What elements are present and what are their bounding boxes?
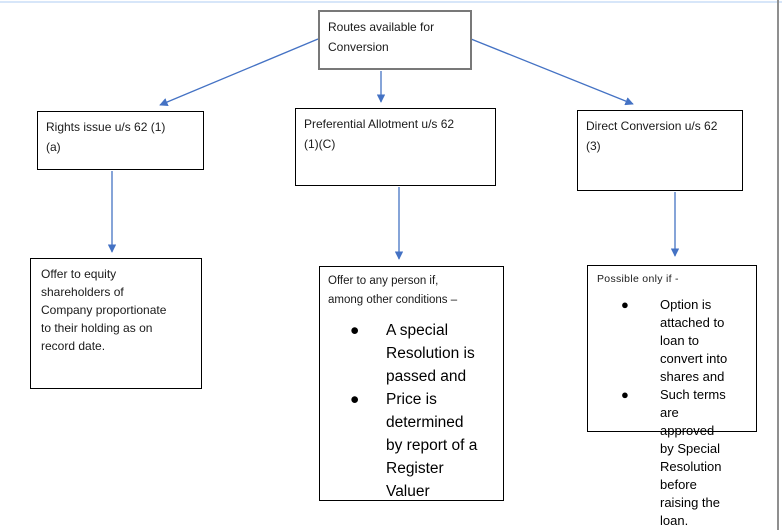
node-preferential-allotment: Preferential Allotment u/s 62 (1)(C) <box>295 108 496 186</box>
node-rights-issue-label: Rights issue u/s 62 (1) (a) <box>46 120 166 154</box>
list-item: ● Price is determined by report of a Reg… <box>328 388 495 503</box>
bullet-icon: ● <box>350 322 360 339</box>
node-routes-available: Routes available for Conversion <box>318 10 472 70</box>
detail-rights-issue-text: Offer to equity shareholders of Company … <box>41 267 167 353</box>
node-preferential-allotment-label: Preferential Allotment u/s 62 (1)(C) <box>304 117 455 151</box>
bullet-text: Option is attached to loan to convert in… <box>660 297 728 384</box>
detail-preferential-intro: Offer to any person if, among other cond… <box>328 275 458 306</box>
bullet-text: A special Resolution is passed and <box>386 322 475 385</box>
detail-rights-issue: Offer to equity shareholders of Company … <box>30 258 202 389</box>
list-item: ● Option is attached to loan to convert … <box>597 296 747 386</box>
node-direct-conversion: Direct Conversion u/s 62 (3) <box>577 110 743 191</box>
list-item: ● Such terms are approved by Special Res… <box>597 386 747 530</box>
bullet-icon: ● <box>350 391 360 408</box>
detail-preferential-allotment: Offer to any person if, among other cond… <box>319 266 504 501</box>
slide-top-edge <box>0 1 782 3</box>
slide-right-edge <box>777 0 779 530</box>
detail-direct-intro: Possible only if - <box>597 273 679 285</box>
connector-root-to-rights <box>159 38 319 106</box>
bullet-text: Such terms are approved by Special Resol… <box>660 387 726 528</box>
node-direct-conversion-label: Direct Conversion u/s 62 (3) <box>586 119 718 153</box>
node-routes-available-label: Routes available for Conversion <box>328 20 435 54</box>
bullet-icon: ● <box>621 387 629 402</box>
bullet-icon: ● <box>621 297 629 312</box>
detail-direct-bullet-list: ● Option is attached to loan to convert … <box>597 296 747 530</box>
detail-preferential-bullet-list: ● A special Resolution is passed and ● P… <box>328 319 495 503</box>
detail-direct-conversion: Possible only if - ● Option is attached … <box>587 265 757 528</box>
bullet-text: Price is determined by report of a Regis… <box>386 391 478 500</box>
connector-root-to-direct <box>470 38 634 106</box>
node-rights-issue: Rights issue u/s 62 (1) (a) <box>37 111 204 170</box>
list-item: ● A special Resolution is passed and <box>328 319 495 388</box>
